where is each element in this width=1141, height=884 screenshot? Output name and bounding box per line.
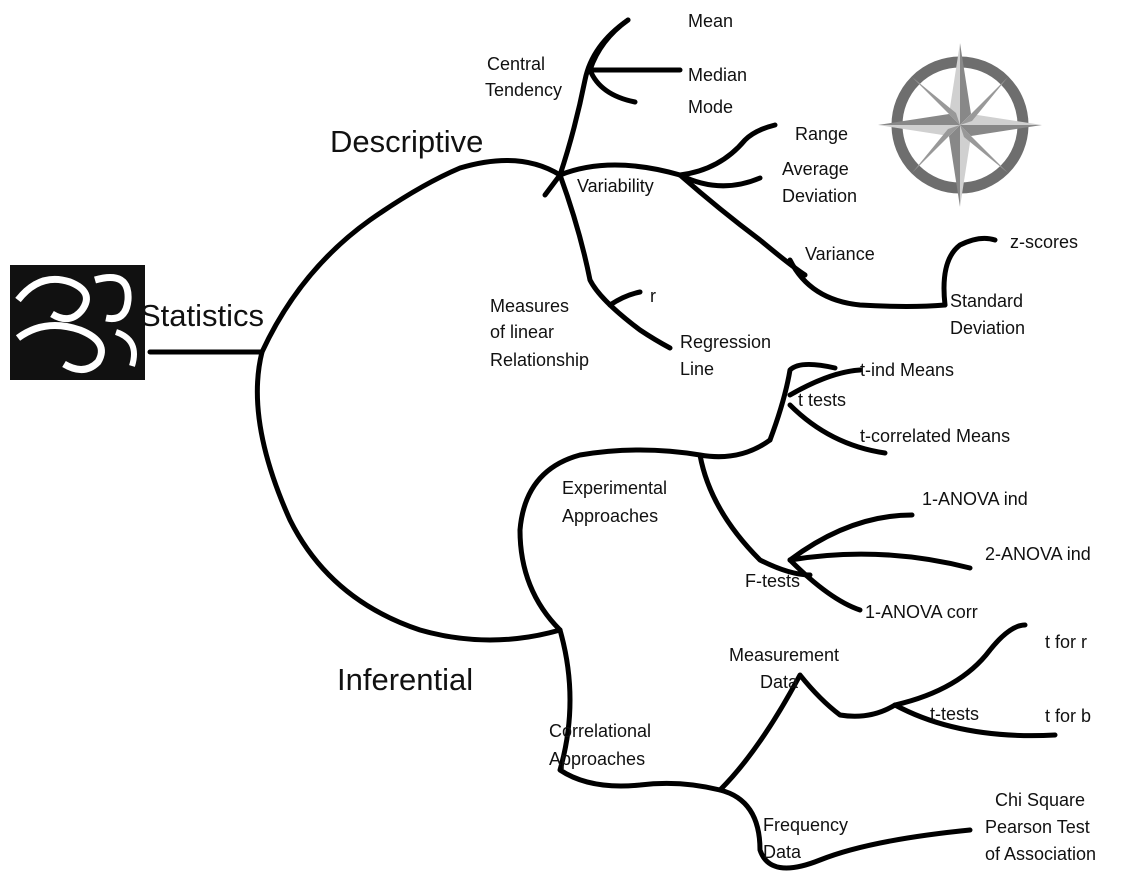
measurement-data-label-1: Measurement bbox=[729, 645, 839, 665]
swirl-logo-icon bbox=[10, 265, 145, 380]
linear-relationship-label-2: of linear bbox=[490, 322, 554, 342]
chi-square-label-3: of Association bbox=[985, 844, 1096, 864]
t-correlated-link bbox=[787, 402, 888, 456]
z-scores-link bbox=[941, 235, 998, 308]
standard-deviation-link bbox=[787, 257, 948, 309]
mode-link bbox=[587, 67, 638, 105]
linear-relationship-branch bbox=[557, 172, 673, 351]
median-label: Median bbox=[688, 65, 747, 85]
descriptive-label: Descriptive bbox=[330, 124, 483, 159]
frequency-data-label-2: Data bbox=[763, 842, 802, 862]
variance-label: Variance bbox=[805, 244, 875, 264]
f-tests-branch bbox=[697, 452, 813, 578]
chi-square-label-2: Pearson Test bbox=[985, 817, 1090, 837]
compass-rose-icon bbox=[878, 43, 1042, 207]
inferential-label: Inferential bbox=[337, 662, 473, 697]
standard-deviation-label-2: Deviation bbox=[950, 318, 1025, 338]
chi-square-label-1: Chi Square bbox=[995, 790, 1085, 810]
t-ind-link bbox=[787, 367, 863, 398]
tree-branches bbox=[147, 17, 1058, 871]
average-deviation-link bbox=[677, 172, 763, 189]
descriptive-stem bbox=[542, 172, 563, 198]
mean-label: Mean bbox=[688, 11, 733, 31]
t-correlated-means-label: t-correlated Means bbox=[860, 426, 1010, 446]
central-tendency-label-2: Tendency bbox=[485, 80, 562, 100]
anova1-ind-link bbox=[787, 512, 915, 563]
average-deviation-label-1: Average bbox=[782, 159, 849, 179]
range-link bbox=[677, 122, 778, 178]
r-label: r bbox=[650, 286, 656, 306]
central-tendency-label-1: Central bbox=[487, 54, 545, 74]
t-for-r-label: t for r bbox=[1045, 632, 1087, 652]
t-tests-label: t tests bbox=[798, 390, 846, 410]
regression-line-label-1: Regression bbox=[680, 332, 771, 352]
regression-line-label-2: Line bbox=[680, 359, 714, 379]
t-ind-means-label: t-ind Means bbox=[860, 360, 954, 380]
average-deviation-label-2: Deviation bbox=[782, 186, 857, 206]
mean-link bbox=[587, 17, 631, 73]
t-tests-2-label: t-tests bbox=[930, 704, 979, 724]
f-tests-label: F-tests bbox=[745, 571, 800, 591]
anova1-corr-link bbox=[787, 557, 863, 613]
anova1-corr-label: 1-ANOVA corr bbox=[865, 602, 978, 622]
anova2-ind-label: 2-ANOVA ind bbox=[985, 544, 1091, 564]
z-scores-label: z-scores bbox=[1010, 232, 1078, 252]
correlational-label-1: Correlational bbox=[549, 721, 651, 741]
variability-link bbox=[557, 162, 683, 178]
experimental-branch bbox=[517, 437, 773, 633]
mode-label: Mode bbox=[688, 97, 733, 117]
inferential-branch bbox=[254, 349, 563, 643]
frequency-data-label-1: Frequency bbox=[763, 815, 848, 835]
linear-relationship-label-3: Relationship bbox=[490, 350, 589, 370]
t-for-r-link bbox=[892, 622, 1028, 708]
experimental-label-1: Experimental bbox=[562, 478, 667, 498]
t-for-b-label: t for b bbox=[1045, 706, 1091, 726]
anova2-ind-link bbox=[787, 551, 973, 571]
anova1-ind-label: 1-ANOVA ind bbox=[922, 489, 1028, 509]
correlational-label-2: Approaches bbox=[549, 749, 645, 769]
t-for-b-link bbox=[892, 702, 1058, 739]
t-tests-branch bbox=[767, 362, 838, 443]
linear-relationship-label-1: Measures bbox=[490, 296, 569, 316]
standard-deviation-label-1: Standard bbox=[950, 291, 1023, 311]
measurement-data-branch bbox=[717, 672, 898, 793]
variability-label: Variability bbox=[577, 176, 654, 196]
measurement-data-label-2: Data bbox=[760, 672, 799, 692]
range-label: Range bbox=[795, 124, 848, 144]
r-link bbox=[607, 289, 643, 308]
descriptive-branch bbox=[259, 158, 563, 355]
experimental-label-2: Approaches bbox=[562, 506, 658, 526]
root-label: Statistics bbox=[140, 298, 264, 333]
